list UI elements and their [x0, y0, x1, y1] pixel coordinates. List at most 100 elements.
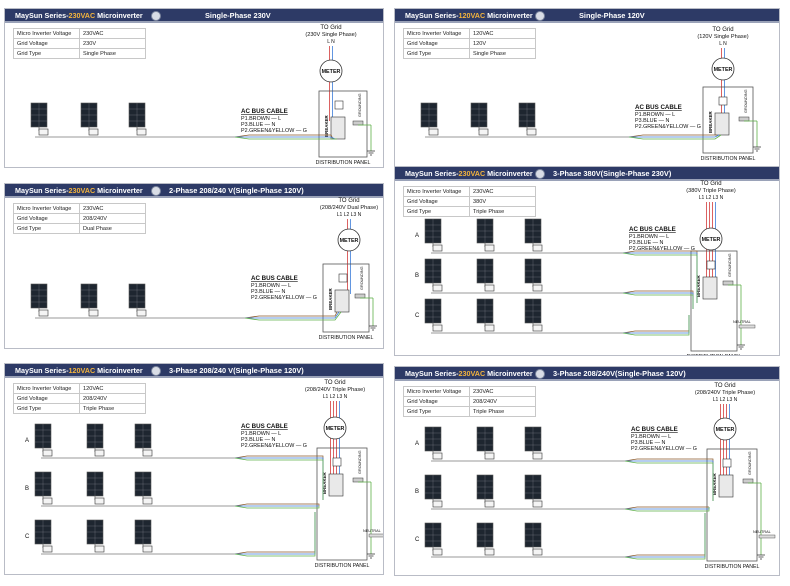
ac-bus-wire: [624, 458, 714, 501]
microinverter-icon: [478, 128, 489, 136]
breaker-label: BREAKER: [324, 114, 329, 137]
series-label: MaySun Series-230VAC Microinverter: [15, 185, 143, 195]
microinverter-icon: [38, 309, 49, 317]
phase-row-label: C: [25, 534, 30, 540]
neutral-label: NEUTRAL: [733, 320, 751, 324]
to-grid-label: TO Grid: [714, 383, 735, 389]
neutral-bar-icon: [758, 534, 776, 539]
ac-bus-cable-title: AC BUS CABLE: [635, 104, 682, 111]
ac-bus-cable-wire-label: P1.BROWN — L: [241, 431, 281, 437]
wiring-diagram: TO Grid(230V Single Phase)L NMETERDISTRI…: [30, 25, 375, 166]
ac-bus-cable-wire-label: P1.BROWN — L: [241, 116, 281, 122]
ac-bus-wire: [245, 311, 340, 319]
distribution-panel-label: DISTRIBUTION PANEL: [319, 335, 374, 341]
panel-header: MaySun Series-120VAC Microinverter 3-Pha…: [5, 364, 383, 378]
breaker-icon: [334, 289, 350, 313]
breaker-icon: [702, 276, 718, 300]
ac-bus-wire: [622, 290, 694, 309]
microinverter-icon: [94, 497, 105, 505]
meter-label: METER: [340, 238, 359, 244]
grid-wire-labels: L N: [719, 41, 727, 47]
panel-title: 3-Phase 208/240V(Single-Phase 120V): [553, 369, 686, 378]
microinverter-icon: [532, 452, 543, 460]
ac-bus-cable-wire-label: P3.BLUE — N: [241, 122, 276, 128]
ac-bus-cable-wire-label: P3.BLUE — N: [635, 118, 670, 124]
panel-title: Single-Phase 120V: [579, 11, 645, 20]
microinverter-icon: [532, 324, 543, 332]
grid-description: (380V Triple Phase): [686, 188, 736, 194]
ac-bus-cable-wire-label: P2.GREEN&YELLOW — G: [251, 295, 317, 301]
ground-bar-icon: [742, 478, 754, 484]
to-grid-label: TO Grid: [712, 27, 733, 33]
breaker-icon: [330, 116, 346, 140]
meter-label: METER: [716, 427, 735, 433]
brand-logo-icon: [535, 11, 545, 21]
ac-bus-wire: [624, 507, 710, 512]
grounding-label: GROUNDING: [360, 266, 364, 290]
ground-icon: [367, 553, 375, 559]
distribution-panel-box: [318, 90, 368, 158]
grid-wire-labels: L1 L2 L3 N: [699, 195, 724, 201]
microinverter-icon: [432, 548, 443, 556]
ac-bus-cable-title: AC BUS CABLE: [241, 108, 288, 115]
brand-logo-icon: [535, 369, 545, 379]
switch-icon: [722, 458, 732, 468]
grid-description: (208/240V Triple Phase): [695, 390, 755, 396]
ac-bus-wire: [234, 455, 324, 500]
ac-bus-cable-wire-label: P3.BLUE — N: [631, 440, 666, 446]
ac-bus-wire: [234, 134, 334, 140]
microinverter-icon: [532, 548, 543, 556]
ac-bus-wire: [623, 315, 690, 334]
switch-icon: [338, 273, 348, 283]
ac-bus-wire: [622, 252, 698, 303]
ac-bus-wire: [624, 513, 706, 558]
meter-icon: [711, 57, 735, 81]
ac-bus-wire: [623, 252, 698, 303]
panel-header: MaySun Series-230VAC Microinverter 3-Pha…: [395, 167, 779, 181]
switch-icon: [718, 96, 728, 106]
neutral-label: NEUTRAL: [363, 529, 381, 533]
ac-bus-cable-title: AC BUS CABLE: [241, 423, 288, 430]
distribution-panel-label: DISTRIBUTION PANEL: [701, 156, 756, 162]
phase-row-label: A: [25, 438, 29, 444]
distribution-panel-label: DISTRIBUTION PANEL: [705, 564, 760, 570]
grid-description: (208/240V Triple Phase): [305, 387, 365, 393]
neutral-label: NEUTRAL: [753, 530, 771, 534]
microinverter-icon: [484, 324, 495, 332]
breaker-icon: [714, 112, 730, 136]
ac-bus-wire: [624, 460, 714, 501]
switch-icon: [706, 260, 716, 270]
ground-bar-icon: [354, 293, 366, 299]
neutral-bar-icon: [368, 533, 383, 538]
microinverter-icon: [136, 128, 147, 136]
ground-bar-icon: [352, 477, 364, 483]
diagram-panel-2-phase-208-240v: MaySun Series-230VAC Microinverter 2-Pha…: [4, 183, 384, 349]
distribution-panel-box: [706, 448, 758, 562]
breaker-label: BREAKER: [696, 274, 701, 297]
ac-bus-wire: [629, 134, 720, 138]
panel-title: Single-Phase 230V: [205, 11, 271, 20]
wiring-diagram: TO Grid(208/240V Dual Phase)L1 L2 L3 NME…: [30, 198, 378, 341]
ac-bus-cable-wire-label: P3.BLUE — N: [629, 240, 664, 246]
ac-bus-cable-wire-label: P3.BLUE — N: [241, 437, 276, 443]
diagram-panel-3-phase-208-240v-120vac: MaySun Series-120VAC Microinverter 3-Pha…: [4, 363, 384, 575]
ground-icon: [737, 344, 745, 350]
microinverter-icon: [142, 449, 153, 457]
ac-bus-wire: [244, 311, 338, 319]
ground-icon: [369, 325, 377, 331]
breaker-label: BREAKER: [322, 471, 327, 494]
microinverter-icon: [484, 548, 495, 556]
ac-bus-cable-title: AC BUS CABLE: [629, 226, 676, 233]
ac-bus-cable-title: AC BUS CABLE: [251, 275, 298, 282]
microinverter-icon: [142, 497, 153, 505]
breaker-label: BREAKER: [328, 287, 333, 310]
ac-bus-cable-wire-label: P3.BLUE — N: [251, 289, 286, 295]
distribution-panel-box: [690, 250, 738, 352]
grounding-label: GROUNDING: [744, 89, 748, 113]
microinverter-icon: [428, 128, 439, 136]
microinverter-icon: [432, 324, 443, 332]
